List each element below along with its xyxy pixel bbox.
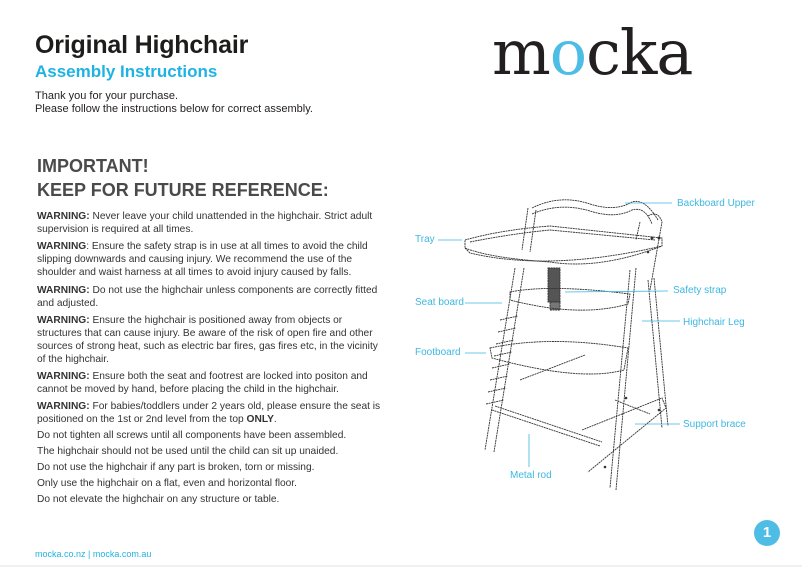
label-metal-rod: Metal rod: [510, 470, 552, 481]
note-item: Only use the highchair on a flat, even a…: [37, 478, 297, 489]
warning-item: WARNING: For babies/toddlers under 2 yea…: [37, 400, 387, 426]
note-item: The highchair should not be used until t…: [37, 446, 339, 457]
intro-line-2: Please follow the instructions below for…: [35, 103, 313, 115]
warning-text: For babies/toddlers under 2 years old, p…: [37, 401, 381, 426]
warning-label: WARNING:: [37, 284, 90, 296]
label-safety-strap: Safety strap: [673, 285, 727, 296]
warning-item: WARNING: Do not use the highchair unless…: [37, 284, 387, 310]
warning-text: : Ensure the safety strap is in use at a…: [37, 241, 368, 279]
warning-text: Ensure both the seat and footrest are lo…: [37, 371, 368, 396]
note-item: Do not use the highchair if any part is …: [37, 462, 315, 473]
warning-label: WARNING: [37, 241, 87, 253]
label-tray: Tray: [415, 234, 435, 245]
page-number-badge: 1: [754, 520, 780, 546]
warnings-list: WARNING: Never leave your child unattend…: [37, 210, 387, 431]
label-backboard-upper: Backboard Upper: [677, 198, 755, 209]
warning-label: WARNING:: [37, 314, 90, 326]
warning-item: WARNING: Ensure the highchair is positio…: [37, 314, 387, 366]
warning-label: WARNING:: [37, 371, 90, 383]
highchair-diagram: Backboard Upper Tray Seat board Safety s…: [400, 180, 802, 510]
label-highchair-leg: Highchair Leg: [683, 317, 745, 328]
note-item: Do not tighten all screws until all comp…: [37, 430, 347, 441]
document-title: Original Highchair: [35, 31, 249, 59]
note-item: Do not elevate the highchair on any stru…: [37, 494, 280, 505]
important-heading: IMPORTANT! KEEP FOR FUTURE REFERENCE:: [37, 154, 329, 202]
highchair-illustration: [438, 199, 680, 491]
warning-item: WARNING: Ensure the safety strap is in u…: [37, 240, 387, 279]
intro-text: Thank you for your purchase. Please foll…: [35, 90, 313, 116]
label-footboard: Footboard: [415, 347, 461, 358]
logo-accent-o: o: [549, 16, 587, 89]
warning-text: Do not use the highchair unless componen…: [37, 284, 378, 309]
document-subtitle: Assembly Instructions: [35, 62, 218, 81]
logo-part: m: [492, 16, 551, 89]
warning-emphasis: ONLY: [246, 414, 274, 426]
bottom-divider: [0, 565, 802, 567]
label-seat-board: Seat board: [415, 297, 464, 308]
warning-label: WARNING:: [37, 401, 90, 413]
mocka-logo: mocka: [492, 22, 693, 84]
warning-text: Never leave your child unattended in the…: [37, 211, 373, 235]
footer-links: mocka.co.nz | mocka.com.au: [35, 549, 152, 559]
important-line-1: IMPORTANT!: [37, 156, 149, 176]
important-line-2: KEEP FOR FUTURE REFERENCE:: [37, 180, 329, 200]
label-support-brace: Support brace: [683, 419, 746, 430]
logo-part: cka: [586, 16, 693, 89]
warning-item: WARNING: Ensure both the seat and footre…: [37, 370, 387, 396]
warning-item: WARNING: Never leave your child unattend…: [37, 210, 387, 236]
warning-text: Ensure the highchair is positioned away …: [37, 314, 378, 365]
intro-line-1: Thank you for your purchase.: [35, 90, 179, 102]
warning-tail: .: [273, 414, 277, 426]
notes-list: Do not tighten all screws until all comp…: [37, 428, 387, 508]
warning-label: WARNING:: [37, 211, 90, 222]
